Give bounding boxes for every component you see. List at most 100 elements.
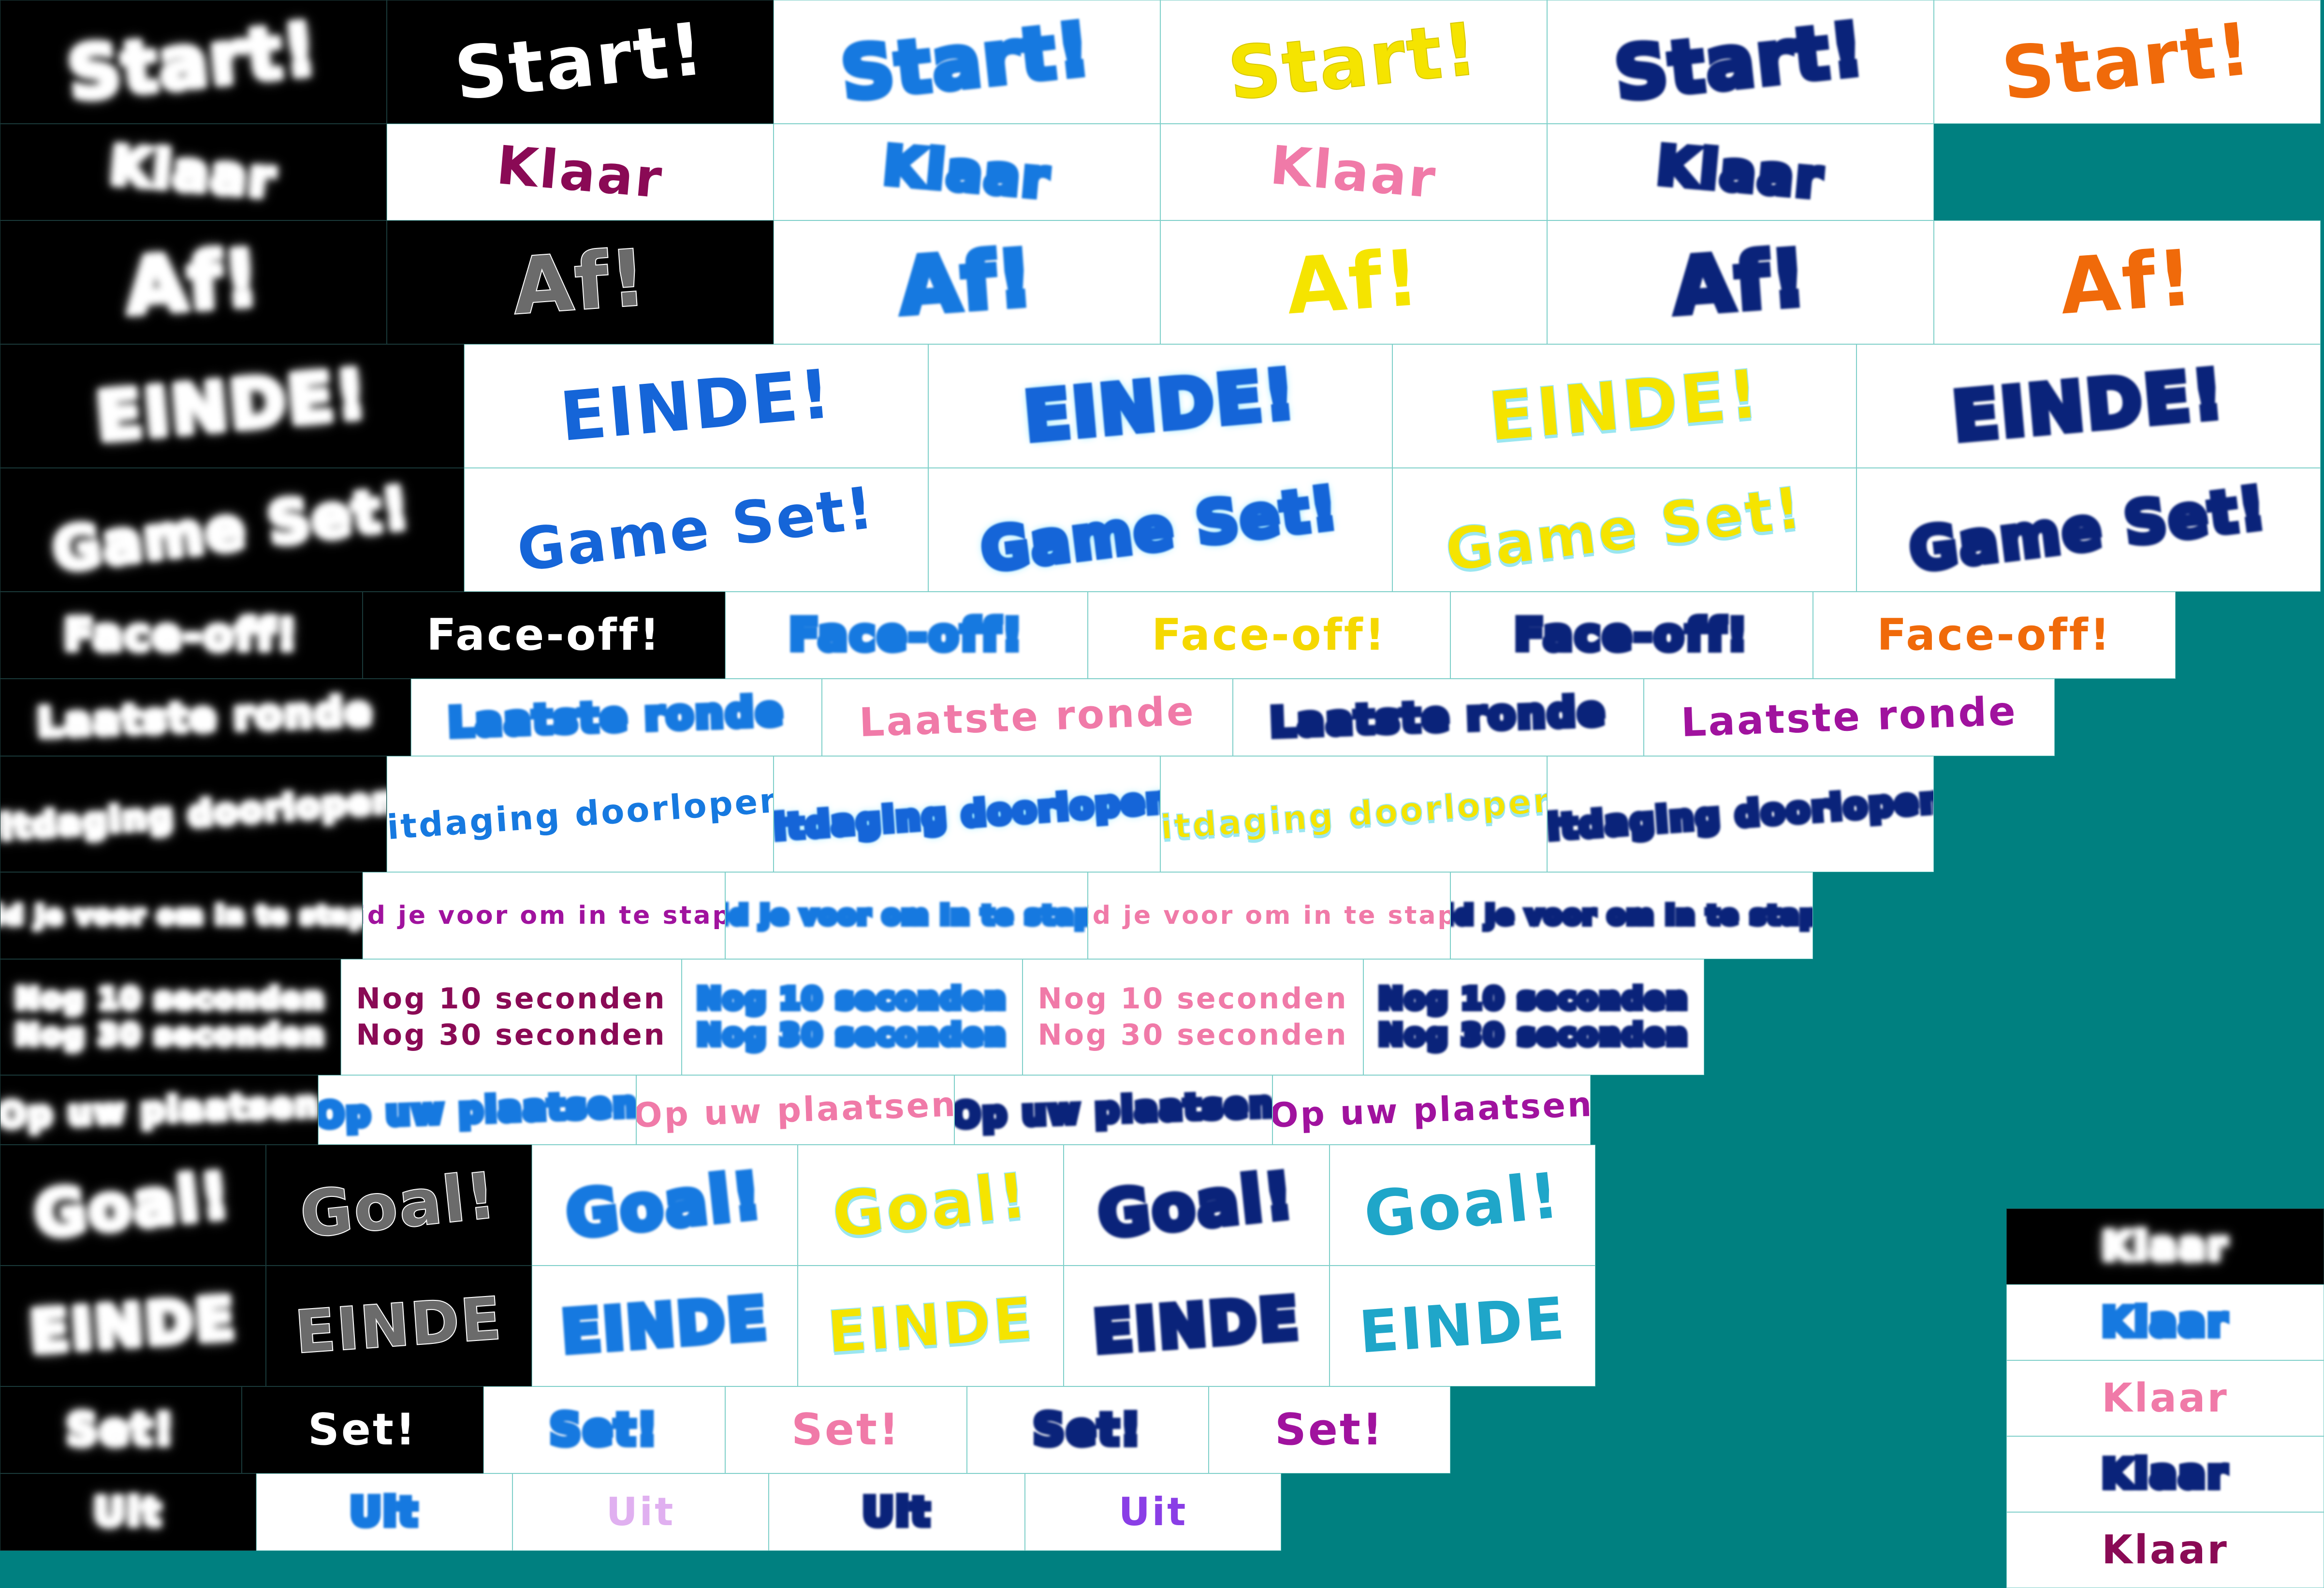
sprite-label: Nog 10 seconden Nog 30 seconden bbox=[1376, 979, 1690, 1055]
sprite-label: Face-off! bbox=[786, 610, 1025, 660]
sprite-label: Klaar bbox=[2099, 1451, 2230, 1497]
sprite-label: Game Set! bbox=[513, 474, 879, 585]
sprite-cell-r14-c1: Uit bbox=[256, 1473, 512, 1551]
sprite-cell-r13-c4: Set! bbox=[967, 1386, 1209, 1473]
sprite-label: Bereid je voor om in te stappen! bbox=[0, 901, 362, 931]
sprite-cell-r11-c5: Goal! bbox=[1330, 1145, 1595, 1266]
sprite-label: Start! bbox=[1608, 4, 1872, 119]
sprite-cell-r5-c5: Face-off! bbox=[1813, 592, 2176, 679]
sprite-label: Game Set! bbox=[47, 472, 417, 587]
side-cell-2: Klaar bbox=[2006, 1360, 2324, 1436]
sprite-cell-r12-c3: EINDE bbox=[798, 1266, 1064, 1386]
sprite-cell-r9-c1: Nog 10 seconden Nog 30 seconden bbox=[341, 959, 682, 1075]
sprite-label: Af! bbox=[121, 230, 266, 335]
sprite-cell-r12-c4: EINDE bbox=[1064, 1266, 1330, 1386]
sprite-cell-r5-c2: Face-off! bbox=[725, 592, 1088, 679]
sprite-cell-r7-c4: Uitdaging doorlopen! bbox=[1547, 756, 1934, 872]
sprite-cell-r1-c4: Klaar bbox=[1547, 124, 1934, 220]
sprite-label: EINDE! bbox=[1485, 354, 1765, 458]
sprite-cell-r5-c4: Face-off! bbox=[1450, 592, 1813, 679]
sprite-label: Bereid je voor om in te stappen! bbox=[726, 900, 1087, 931]
sprite-cell-r0-c1: Start! bbox=[387, 0, 774, 124]
sprite-cell-r3-c1: EINDE! bbox=[464, 344, 928, 468]
sprite-label: Nog 10 seconden Nog 30 seconden bbox=[694, 979, 1009, 1055]
sprite-cell-r0-c5: Start! bbox=[1934, 0, 2321, 124]
sprite-label: Laatste ronde bbox=[1680, 688, 2018, 746]
side-cell-0: Klaar bbox=[2006, 1209, 2324, 1284]
sprite-label: Klaar bbox=[878, 131, 1055, 213]
sprite-cell-r6-c2: Laatste ronde bbox=[822, 679, 1233, 756]
sprite-cell-r5-c3: Face-off! bbox=[1088, 592, 1450, 679]
sprite-cell-r1-c0: Klaar bbox=[0, 124, 387, 220]
sprite-label: EINDE! bbox=[1018, 352, 1303, 460]
sprite-cell-r11-c2: Goal! bbox=[532, 1145, 798, 1266]
sprite-cell-r7-c1: Uitdaging doorlopen! bbox=[387, 756, 774, 872]
sprite-label: Uit bbox=[91, 1489, 163, 1534]
sprite-label: Af! bbox=[894, 230, 1040, 335]
sprite-cell-r2-c5: Af! bbox=[1934, 220, 2321, 344]
sprite-cell-r2-c0: Af! bbox=[0, 220, 387, 344]
sprite-cell-r9-c2: Nog 10 seconden Nog 30 seconden bbox=[682, 959, 1023, 1075]
sprite-cell-r14-c4: Uit bbox=[1025, 1473, 1281, 1551]
sprite-label: Goal! bbox=[828, 1158, 1033, 1253]
sprite-cell-r8-c2: Bereid je voor om in te stappen! bbox=[725, 872, 1088, 959]
sprite-cell-r13-c5: Set! bbox=[1209, 1386, 1450, 1473]
sprite-cell-r13-c2: Set! bbox=[483, 1386, 725, 1473]
sprite-cell-r5-c0: Face-off! bbox=[0, 592, 363, 679]
sprite-label: Set! bbox=[64, 1404, 176, 1455]
sprite-cell-r1-c2: Klaar bbox=[774, 124, 1160, 220]
sprite-label: Af! bbox=[1667, 230, 1814, 335]
sprite-label: Op uw plaatsen bbox=[318, 1081, 636, 1138]
sprite-label: Bereid je voor om in te stappen! bbox=[363, 901, 725, 930]
sprite-label: EINDE bbox=[292, 1284, 505, 1368]
side-cell-4: Klaar bbox=[2006, 1512, 2324, 1588]
sprite-label: Start! bbox=[451, 7, 710, 117]
sprite-label: Bereid je voor om in te stappen! bbox=[1451, 900, 1812, 931]
sprite-label: Laatste ronde bbox=[34, 686, 377, 748]
sprite-label: Nog 10 seconden Nog 30 seconden bbox=[1038, 982, 1348, 1052]
sprite-cell-r4-c0: Game Set! bbox=[0, 468, 464, 592]
sprite-label: Start! bbox=[835, 4, 1099, 119]
sprite-cell-r13-c3: Set! bbox=[725, 1386, 967, 1473]
side-cell-3: Klaar bbox=[2006, 1436, 2324, 1512]
sprite-cell-r3-c4: EINDE! bbox=[1856, 344, 2321, 468]
sprite-cell-r0-c0: Start! bbox=[0, 0, 387, 124]
sprite-cell-r4-c4: Game Set! bbox=[1856, 468, 2321, 592]
side-cell-1: Klaar bbox=[2006, 1284, 2324, 1360]
sprite-cell-r0-c3: Start! bbox=[1160, 0, 1547, 124]
sprite-cell-r3-c0: EINDE! bbox=[0, 344, 464, 468]
sprite-cell-r13-c0: Set! bbox=[0, 1386, 242, 1473]
sprite-cell-r4-c1: Game Set! bbox=[464, 468, 928, 592]
sprite-label: Game Set! bbox=[1903, 471, 2274, 588]
sprite-cell-r7-c3: Uitdaging doorlopen! bbox=[1160, 756, 1547, 872]
sprite-label: Klaar bbox=[494, 134, 666, 210]
sprite-cell-r2-c2: Af! bbox=[774, 220, 1160, 344]
sprite-cell-r10-c4: Op uw plaatsen bbox=[1272, 1075, 1591, 1145]
sprite-cell-r11-c3: Goal! bbox=[798, 1145, 1064, 1266]
sprite-cell-r9-c0: Nog 10 seconden Nog 30 seconden bbox=[0, 959, 341, 1075]
sprite-cell-r8-c4: Bereid je voor om in te stappen! bbox=[1450, 872, 1813, 959]
sprite-label: EINDE bbox=[1088, 1282, 1305, 1369]
sprite-label: Set! bbox=[308, 1404, 417, 1455]
sprite-label: Op uw plaatsen bbox=[636, 1084, 954, 1136]
sprite-label: Game Set! bbox=[1441, 474, 1807, 585]
sprite-label: Af! bbox=[1283, 232, 1424, 332]
sprite-cell-r0-c2: Start! bbox=[774, 0, 1160, 124]
sprite-label: Op uw plaatsen bbox=[954, 1081, 1272, 1138]
sprite-label: Start! bbox=[62, 4, 325, 119]
sprite-label: Uitdaging doorlopen! bbox=[387, 778, 774, 850]
sprite-cell-r12-c1: EINDE bbox=[266, 1266, 532, 1386]
sprite-label: Start! bbox=[1224, 6, 1483, 117]
sprite-cell-r13-c1: Set! bbox=[242, 1386, 483, 1473]
sprite-cell-r11-c1: Goal! bbox=[266, 1145, 532, 1266]
sprite-label: Uitdaging doorlopen! bbox=[774, 776, 1160, 852]
sprite-cell-r5-c1: Face-off! bbox=[363, 592, 725, 679]
sprite-cell-r1-c3: Klaar bbox=[1160, 124, 1547, 220]
sprite-label: Face-off! bbox=[1511, 610, 1750, 660]
sprite-label: Uit bbox=[347, 1489, 420, 1534]
sprite-label: Op uw plaatsen bbox=[0, 1082, 318, 1137]
sprite-label: EINDE! bbox=[1946, 352, 2231, 460]
sprite-label: Op uw plaatsen bbox=[1272, 1084, 1591, 1136]
sprite-label: Goal! bbox=[1360, 1158, 1564, 1252]
sprite-label: EINDE bbox=[824, 1284, 1037, 1367]
